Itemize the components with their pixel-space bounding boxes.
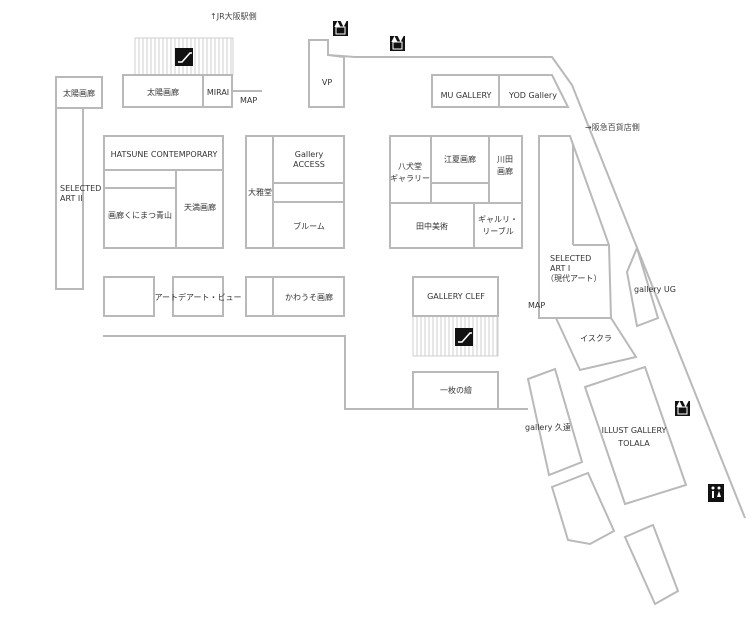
elevator-icon: ▲▼ — [675, 399, 690, 416]
elevator-icon: ▲▼ — [390, 34, 405, 51]
label-enatsu: 江夏画廊 — [444, 154, 476, 164]
svg-text:▲▼: ▲▼ — [676, 399, 689, 408]
room-yod[interactable] — [498, 74, 570, 108]
label-kawauso: かわうそ画廊 — [285, 292, 333, 302]
label-hakkendo-2: ギャラリー — [390, 174, 430, 183]
label-livre-2: リーブル — [482, 226, 514, 236]
room-tanaka[interactable] — [389, 202, 475, 249]
room-tenma[interactable] — [175, 169, 224, 249]
label-selected-art-ii-2: ART II — [60, 194, 83, 203]
room-gallery-ug[interactable] — [625, 245, 660, 328]
room-livre[interactable] — [473, 202, 523, 249]
room-selected-art-i[interactable] — [538, 135, 613, 319]
room-bloom[interactable] — [272, 201, 345, 249]
label-mirai: MIRAI — [207, 88, 229, 97]
room-vp[interactable] — [308, 39, 345, 108]
label-tenma: 天満画廊 — [184, 202, 216, 212]
label-selected-art-i-3: （現代アート） — [546, 273, 602, 283]
label-taiyo-small: 太陽画廊 — [63, 88, 95, 98]
label-kawata-1: 川田 — [497, 155, 513, 164]
room-bottom-a — [550, 471, 616, 546]
label-selected-art-i-1: SELECTED — [550, 254, 591, 263]
label-access-2: ACCESS — [293, 160, 325, 169]
room-daigado[interactable] — [245, 135, 274, 249]
label-selected-art-i-2: ART I — [550, 264, 570, 273]
label-tolala-1: ILLUST GALLERY — [602, 426, 667, 435]
room-art-view[interactable] — [172, 276, 224, 317]
label-hatsune: HATSUNE CONTEMPORARY — [111, 150, 218, 159]
label-gallery-ug: gallery UG — [634, 285, 676, 294]
room-small-mid — [272, 182, 345, 203]
escalator-icon — [175, 48, 193, 66]
room-access[interactable] — [272, 135, 345, 184]
label-vp: VP — [322, 78, 332, 87]
label-access-1: Gallery — [295, 150, 324, 159]
label-mu-gallery: MU GALLERY — [441, 91, 492, 100]
label-tolala-2: TOLALA — [617, 439, 650, 448]
direction-hankyu: →阪急百貨店側 — [585, 122, 640, 132]
room-iscra[interactable] — [554, 317, 638, 372]
label-bloom: ブルーム — [293, 221, 325, 231]
label-ichimai: 一枚の繪 — [440, 385, 472, 395]
room-hatsune[interactable] — [103, 135, 224, 171]
room-taiyo-small[interactable] — [55, 76, 103, 109]
svg-text:▲▼: ▲▼ — [334, 19, 347, 28]
label-kawata-2: 画廊 — [497, 166, 513, 176]
rooms — [55, 39, 688, 606]
map-label: MAP — [240, 96, 257, 105]
label-hakkendo-1: 八犬堂 — [398, 161, 422, 171]
room-mirai[interactable] — [202, 74, 233, 108]
room-bottom-b — [623, 523, 680, 606]
room-ichimai[interactable] — [412, 371, 499, 410]
restroom-icon — [708, 484, 724, 502]
label-yod: YOD Gallery — [508, 91, 557, 100]
direction-jr-osaka: ↑JR大阪駅側 — [210, 11, 257, 21]
map-label: MAP — [528, 301, 545, 310]
room-enatsu[interactable] — [430, 135, 490, 184]
elevator-icon: ▲▼ — [333, 19, 348, 36]
room-mu-gallery[interactable] — [431, 74, 500, 108]
label-tanaka: 田中美術 — [416, 221, 448, 231]
escalator-icon — [455, 328, 473, 346]
label-daigado: 大雅堂 — [248, 187, 272, 197]
room-kawauso[interactable] — [272, 276, 345, 317]
label-taiyo: 太陽画廊 — [147, 87, 179, 97]
svg-text:▲▼: ▲▼ — [391, 34, 404, 43]
room-blank-b — [103, 276, 155, 317]
label-art-view: アートデアート・ビュー — [154, 292, 241, 302]
label-kyuen: gallery 久遠 — [525, 422, 571, 432]
label-clef: GALLERY CLEF — [427, 292, 485, 301]
label-selected-art-ii-1: SELECTED — [60, 184, 101, 193]
room-blank-a — [430, 182, 490, 204]
room-blank-c — [245, 276, 274, 317]
label-iscra: イスクラ — [580, 334, 612, 343]
room-clef[interactable] — [412, 276, 499, 317]
label-kunimatsu: 画廊くにまつ青山 — [108, 210, 172, 220]
room-selected-art-ii[interactable] — [55, 107, 84, 290]
room-tolala[interactable] — [583, 365, 688, 506]
room-kyuen[interactable] — [526, 367, 584, 477]
label-livre-1: ギャルリ・ — [478, 215, 518, 224]
